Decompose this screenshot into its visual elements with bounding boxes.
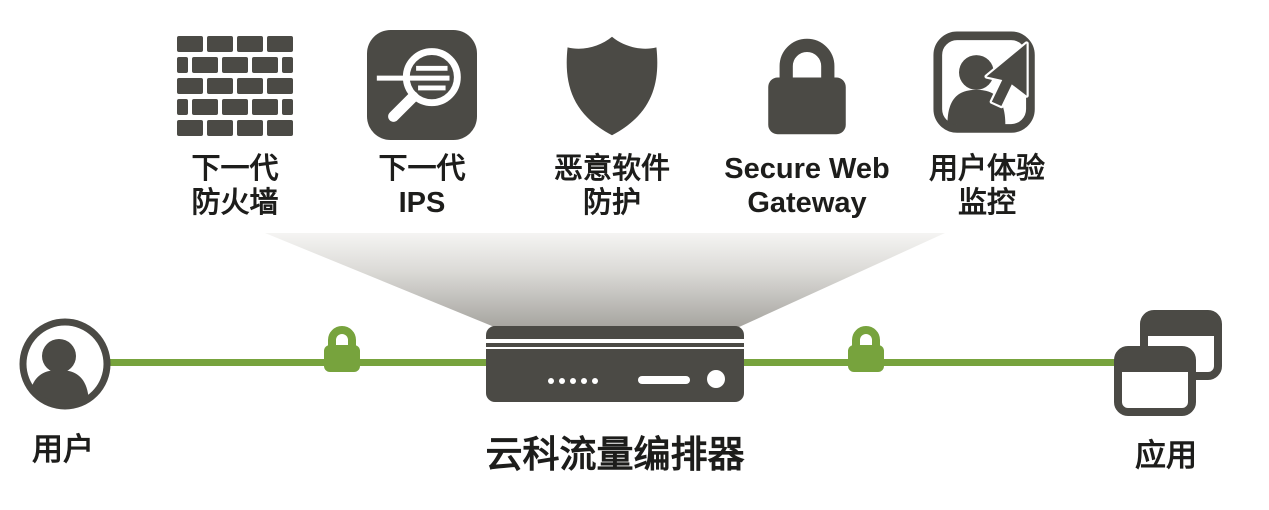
device-led: [570, 378, 576, 384]
service-label-uem: 用户体验 监控: [928, 153, 1045, 220]
service-label-swg: Secure Web Gateway: [724, 153, 890, 220]
service-swg: Secure Web Gateway: [707, 22, 907, 220]
service-label-ngips: 下一代 IPS: [378, 153, 466, 220]
device-stripe-thin: [486, 347, 744, 349]
user-icon: [15, 314, 115, 414]
service-uem: 用户体验 监控: [887, 22, 1087, 220]
device-led: [581, 378, 587, 384]
service-ngips: 下一代 IPS: [322, 22, 522, 220]
device-power-button: [707, 370, 725, 388]
firewall-icon: [135, 22, 335, 140]
magnifier-ips-icon: [322, 22, 522, 140]
device-label: 云科流量编排器: [485, 434, 745, 475]
traffic-orchestrator-device: [486, 326, 744, 402]
device-led: [592, 378, 598, 384]
right-lock-icon: [844, 324, 888, 374]
lock-icon: [707, 22, 907, 140]
funnel-shape: [265, 233, 945, 328]
shield-icon: [512, 22, 712, 140]
device-led: [548, 378, 554, 384]
service-label-malware: 恶意软件 防护: [553, 153, 670, 220]
app-label: 应用: [1135, 438, 1197, 473]
service-label-ngfw: 下一代 防火墙: [191, 153, 279, 220]
applications-icon: [1110, 306, 1226, 422]
device-stripe: [486, 339, 744, 343]
user-label: 用户: [32, 432, 94, 467]
service-ngfw: 下一代 防火墙: [135, 22, 335, 220]
user-monitor-icon: [887, 22, 1087, 140]
left-lock-icon: [320, 324, 364, 374]
device-led: [559, 378, 565, 384]
service-malware: 恶意软件 防护: [512, 22, 712, 220]
device-slot: [638, 376, 690, 384]
